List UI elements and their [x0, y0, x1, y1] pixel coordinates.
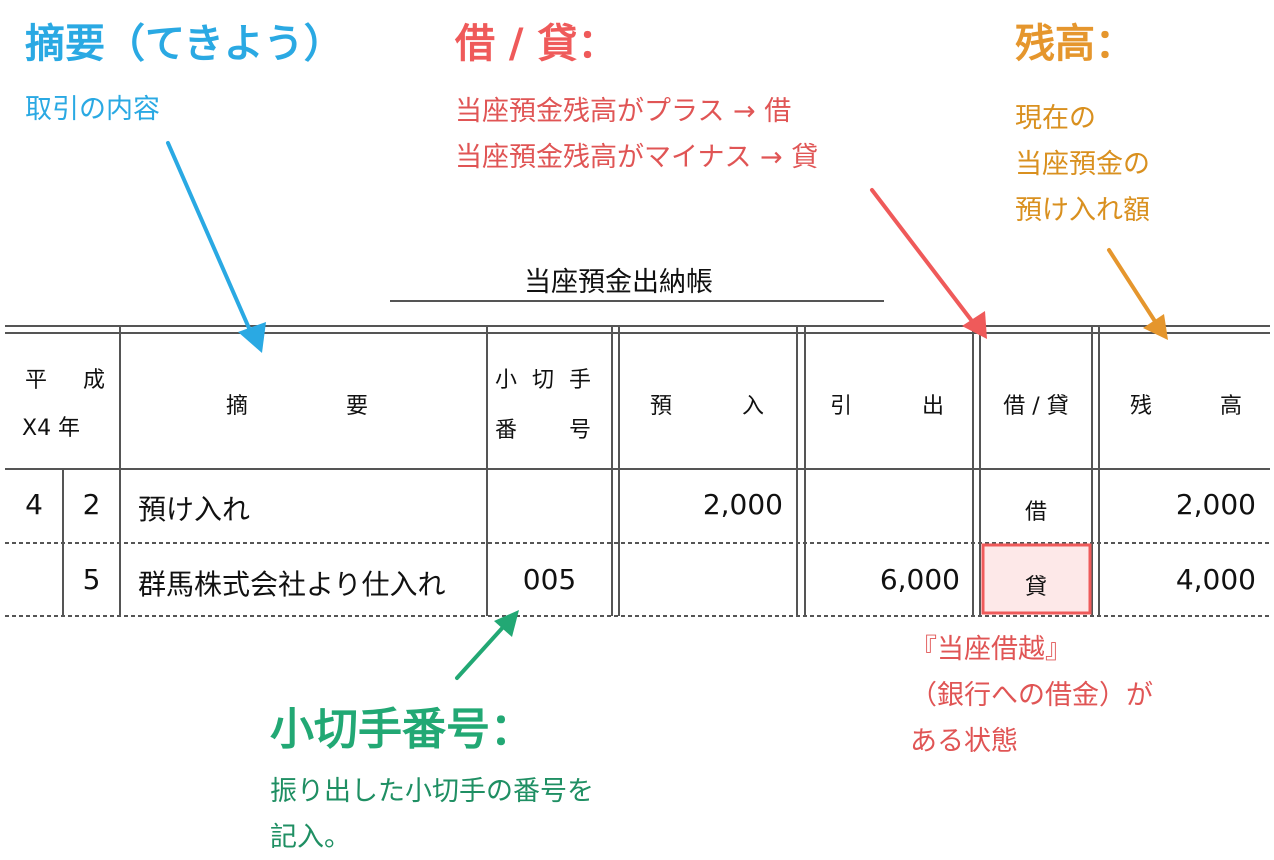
row-balance: 2,000 — [1175, 488, 1256, 521]
summary-annotation-title: 摘要（てきよう） — [25, 21, 344, 67]
row-deposit: 2,000 — [702, 488, 783, 521]
row-summary: 預け入れ — [138, 493, 251, 526]
dr-cr-annotation-line: 当座預金残高がマイナス → 貸 — [455, 142, 819, 173]
row-balance: 4,000 — [1175, 563, 1256, 596]
header-withdrawal: 引出 — [830, 394, 944, 419]
arrow-head-blue — [238, 322, 266, 353]
arrow-summary — [166, 141, 254, 337]
header-balance: 残高 — [1130, 394, 1242, 419]
row-day: 5 — [82, 563, 101, 596]
balance-annotation-line: 当座預金の — [1015, 149, 1150, 180]
row-withdrawal: 6,000 — [879, 563, 960, 596]
row-check-no: 005 — [522, 563, 577, 596]
check-no-annotation-line: 振り出した小切手の番号を — [270, 776, 594, 807]
arrow-check-no — [455, 623, 507, 680]
header-check-no-2: 番号 — [495, 418, 591, 443]
balance-annotation-line: 預け入れ額 — [1015, 195, 1150, 226]
dr-cr-annotation-line: 当座預金残高がプラス → 借 — [455, 96, 792, 127]
check-no-annotation-line: 記入。 — [270, 822, 351, 853]
ledger-title: 当座預金出納帳 — [524, 267, 713, 298]
row-day: 2 — [82, 488, 101, 521]
overdraft-highlight — [981, 543, 1092, 615]
header-summary: 摘要 — [226, 394, 368, 419]
header-deposit: 預入 — [650, 394, 764, 419]
overdraft-annotation-line: ある状態 — [910, 726, 1018, 757]
row-dr-cr: 借 — [1024, 500, 1047, 525]
row-dr-cr: 貸 — [1024, 575, 1047, 600]
header-check-no: 小切手 — [495, 368, 591, 393]
arrow-balance — [1107, 248, 1160, 328]
header-year: X4 年 — [22, 416, 81, 441]
balance-annotation-line: 現在の — [1015, 103, 1096, 134]
header-dr-cr: 借 / 貸 — [1003, 394, 1069, 419]
check-no-annotation-title: 小切手番号： — [270, 704, 534, 755]
header-era: 平成 — [25, 368, 105, 393]
overdraft-annotation-line: 『当座借越』 — [910, 634, 1072, 665]
balance-annotation-title: 残高： — [1015, 21, 1135, 67]
row-month: 4 — [25, 488, 43, 521]
row-summary: 群馬株式会社より仕入れ — [138, 568, 446, 601]
dr-cr-annotation-title: 借 / 貸： — [455, 21, 618, 67]
arrow-head-orange — [1143, 314, 1168, 340]
summary-annotation-desc: 取引の内容 — [25, 94, 160, 125]
arrow-head-red — [962, 311, 987, 339]
arrow-dr-cr — [870, 188, 977, 327]
arrow-head-green — [494, 610, 519, 637]
overdraft-annotation-line: （銀行への借金）が — [910, 680, 1153, 711]
